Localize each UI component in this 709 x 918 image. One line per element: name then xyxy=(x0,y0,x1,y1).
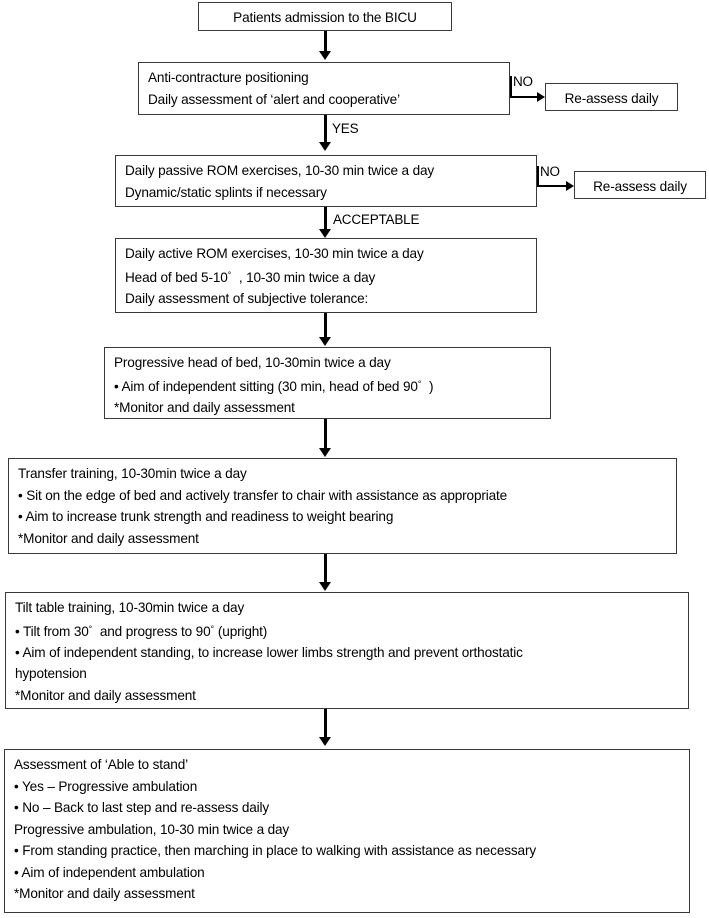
edge-label-yes-1: YES xyxy=(332,121,359,136)
connector-no-1-stub xyxy=(510,76,512,97)
node-progressive-head-of-bed-line-1: Progressive head of bed, 10-30min twice … xyxy=(114,355,391,370)
node-able-to-stand: Assessment of ‘Able to stand’ • Yes – Pr… xyxy=(4,749,690,913)
node-progressive-head-of-bed-line-3: *Monitor and daily assessment xyxy=(114,399,295,415)
node-tilt-table-training-line-5: *Monitor and daily assessment xyxy=(15,687,196,703)
arrowhead-yes-1 xyxy=(319,142,331,151)
node-reassess-1: Re-assess daily xyxy=(545,83,678,111)
node-anti-contracture-line-2: Daily assessment of ‘alert and cooperati… xyxy=(148,91,400,107)
node-able-to-stand-line-4: Progressive ambulation, 10-30 min twice … xyxy=(14,821,290,837)
node-reassess-2-line-1: Re-assess daily xyxy=(593,179,687,194)
node-able-to-stand-line-5: • From standing practice, then marching … xyxy=(14,843,536,858)
arrowhead-acceptable xyxy=(319,229,331,238)
node-admission: Patients admission to the BICU xyxy=(198,2,452,31)
node-tilt-table-training-line-1: Tilt table training, 10-30min twice a da… xyxy=(15,600,245,615)
node-able-to-stand-line-3: • No – Back to last step and re-assess d… xyxy=(14,800,270,815)
arrowhead-transfer-to-tilttable xyxy=(319,582,331,591)
arrowhead-no-1 xyxy=(537,92,545,102)
node-reassess-1-line-1: Re-assess daily xyxy=(564,91,659,106)
node-transfer-training: Transfer training, 10-30min twice a day … xyxy=(8,458,677,554)
node-active-rom: Daily active ROM exercises, 10-30 min tw… xyxy=(115,238,537,313)
node-active-rom-line-1: Daily active ROM exercises, 10-30 min tw… xyxy=(125,246,424,261)
edge-label-acceptable: ACCEPTABLE xyxy=(333,212,420,227)
node-admission-line-1: Patients admission to the BICU xyxy=(233,10,417,25)
node-active-rom-line-3: Daily assessment of subjective tolerance… xyxy=(125,290,369,306)
node-transfer-training-line-3: • Aim to increase trunk strength and rea… xyxy=(18,509,394,524)
node-passive-rom-line-2: Dynamic/static splints if necessary xyxy=(125,184,327,200)
connector-no-2 xyxy=(537,185,570,187)
node-tilt-table-training-line-4: hypotension xyxy=(15,666,87,682)
arrowhead-admission-to-anticontracture xyxy=(319,51,331,60)
node-transfer-training-line-2: • Sit on the edge of bed and actively tr… xyxy=(18,487,508,503)
connector-headofbed-to-transfer xyxy=(324,419,327,450)
connector-admission-to-anticontracture xyxy=(324,31,327,54)
edge-label-no-1: NO xyxy=(513,74,533,89)
connector-transfer-to-tilttable xyxy=(324,554,327,585)
node-passive-rom: Daily passive ROM exercises, 10-30 min t… xyxy=(115,155,537,207)
node-transfer-training-line-4: *Monitor and daily assessment xyxy=(18,530,199,546)
node-able-to-stand-line-2: • Yes – Progressive ambulation xyxy=(14,778,198,794)
connector-acceptable xyxy=(324,207,327,234)
node-tilt-table-training: Tilt table training, 10-30min twice a da… xyxy=(5,592,689,709)
node-able-to-stand-line-1: Assessment of ‘Able to stand’ xyxy=(14,757,188,772)
node-reassess-2: Re-assess daily xyxy=(574,171,706,199)
arrowhead-activerom-to-headofbed xyxy=(319,337,331,346)
edge-label-no-2: NO xyxy=(540,164,560,179)
node-anti-contracture-line-1: Anti-contracture positioning xyxy=(148,70,309,85)
node-progressive-head-of-bed-line-2: • Aim of independent sitting (30 min, he… xyxy=(114,378,434,394)
node-passive-rom-line-1: Daily passive ROM exercises, 10-30 min t… xyxy=(125,163,435,178)
arrowhead-no-2 xyxy=(566,181,574,191)
node-active-rom-line-2: Head of bed 5-10° , 10-30 min twice a da… xyxy=(125,269,376,285)
node-able-to-stand-line-7: *Monitor and daily assessment xyxy=(14,886,195,901)
connector-no-1 xyxy=(510,96,541,98)
node-tilt-table-training-line-3: • Aim of independent standing, to increa… xyxy=(15,644,523,660)
node-transfer-training-line-1: Transfer training, 10-30min twice a day xyxy=(18,466,247,481)
connector-yes-1 xyxy=(324,115,327,144)
node-able-to-stand-line-6: • Aim of independent ambulation xyxy=(14,864,205,880)
node-progressive-head-of-bed: Progressive head of bed, 10-30min twice … xyxy=(104,347,551,419)
arrowhead-tilttable-to-abletostand xyxy=(319,737,331,746)
connector-no-2-stub xyxy=(537,166,539,186)
arrowhead-headofbed-to-transfer xyxy=(319,448,331,457)
node-anti-contracture: Anti-contracture positioning Daily asses… xyxy=(138,62,510,115)
node-tilt-table-training-line-2: • Tilt from 30° and progress to 90° (upr… xyxy=(15,623,268,639)
connector-tilttable-to-abletostand xyxy=(324,709,327,740)
connector-activerom-to-headofbed xyxy=(324,313,327,339)
